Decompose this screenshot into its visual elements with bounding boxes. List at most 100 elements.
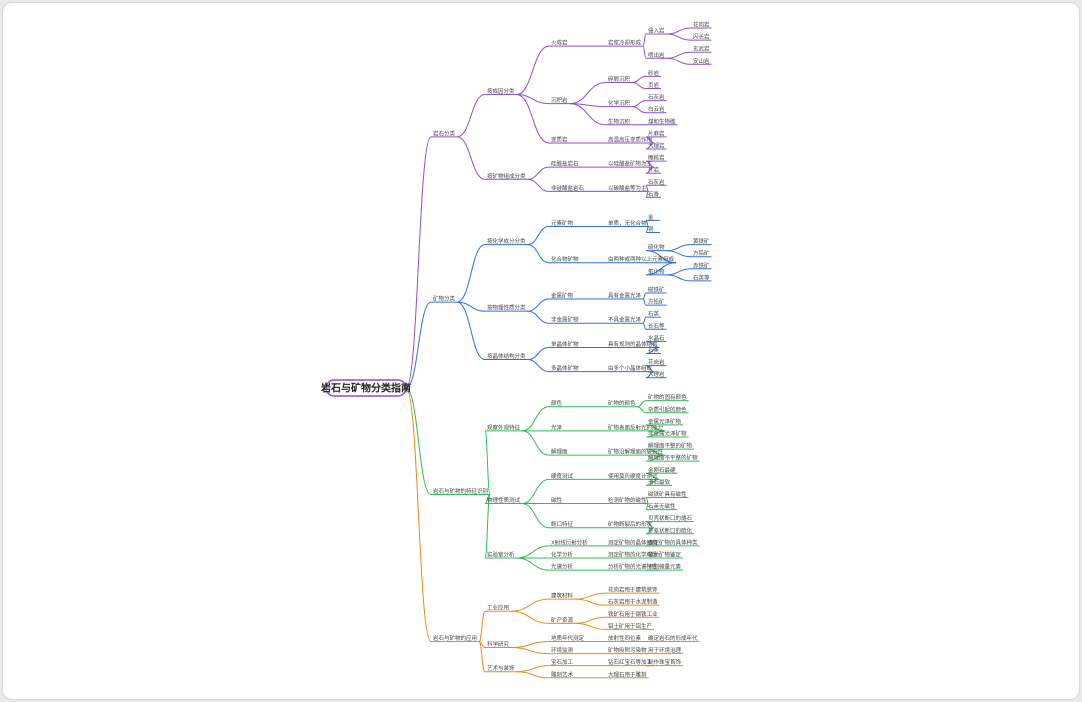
map-node-branches-0[interactable]: 岩石分类 bbox=[433, 129, 456, 137]
map-node-branches-2-children-1-children-0[interactable]: 硬度测试 bbox=[551, 472, 574, 480]
map-node-branches-2-children-1-children-2-children-0-children-1[interactable]: 参差状断口的硫化 bbox=[648, 526, 693, 534]
map-node-branches-1-children-0-children-1[interactable]: 化合物矿物 bbox=[551, 255, 579, 263]
map-node-branches-0-children-0-children-0-children-0[interactable]: 岩浆冷却形成 bbox=[608, 39, 642, 47]
map-node-branches-1-children-2-children-0-children-0-children-0[interactable]: 水晶石 bbox=[648, 334, 665, 342]
map-node-branches-2-children-1-children-2[interactable]: 断口特征 bbox=[551, 520, 574, 528]
map-node-branches-1-children-0-children-0[interactable]: 元素矿物 bbox=[551, 219, 574, 227]
map-node-branches-1-children-2-children-0[interactable]: 单晶体矿物 bbox=[551, 340, 579, 348]
map-node-branches-2-children-2-children-0-children-0[interactable]: 测定矿物的晶体结构 bbox=[608, 538, 658, 546]
map-node-branches-2-children-0-children-2-children-0[interactable]: 矿物沿解理面的破裂性 bbox=[608, 448, 664, 456]
map-node-branches-2-children-2-children-2[interactable]: 光谱分析 bbox=[551, 563, 574, 571]
map-node-branches-2-children-1-children-0-children-0-children-1[interactable]: 滑石最软 bbox=[648, 478, 671, 486]
map-node-branches-0-children-1-children-1-children-0[interactable]: 以碳酸盐等为主 bbox=[608, 184, 647, 192]
map-node-branches-1-children-1-children-0-children-0-children-0[interactable]: 磁铁矿 bbox=[648, 285, 665, 293]
map-node-branches-1-children-1-children-0-children-0[interactable]: 具有金属光泽 bbox=[608, 292, 642, 300]
map-node-branches-1-children-0-children-1-children-0-children-1[interactable]: 氧化物 bbox=[648, 267, 665, 275]
map-node-branches-1[interactable]: 矿物分类 bbox=[433, 295, 456, 303]
map-node-branches-2-children-1-children-0-children-0-children-0[interactable]: 金刚石最硬 bbox=[648, 466, 676, 474]
map-node-branches-3-children-1-children-0-children-0[interactable]: 放射性同位素 bbox=[608, 634, 642, 642]
map-node-branches-1-children-0-children-1-children-0[interactable]: 由两种或两种以上元素组成 bbox=[608, 255, 675, 263]
map-node-branches-0-children-0-children-0-children-0-children-1[interactable]: 喷出岩 bbox=[648, 51, 665, 59]
map-node-branches-3-children-1[interactable]: 科学研究 bbox=[487, 640, 510, 648]
map-node-branches-2-children-1-children-1-children-0-children-1[interactable]: 石英无磁性 bbox=[648, 502, 676, 510]
map-node-branches-0-children-1-children-1[interactable]: 非硅酸盐岩石 bbox=[551, 184, 585, 192]
map-node-branches-3-children-0[interactable]: 工业应用 bbox=[487, 604, 509, 612]
map-node-branches-2[interactable]: 岩石与矿物的特征识别 bbox=[433, 487, 488, 495]
map-node-branches-0-children-0-children-2-children-0-children-1[interactable]: 大理岩 bbox=[648, 142, 665, 150]
map-node-branches-1-children-2-children-0-children-0[interactable]: 具有规则的晶体结构 bbox=[608, 340, 658, 348]
map-node-branches-1-children-2-children-1-children-0-children-1[interactable]: 大理岩 bbox=[648, 370, 665, 378]
map-node-branches-2-children-1-children-1-children-0-children-0[interactable]: 磁铁矿具有磁性 bbox=[648, 490, 687, 498]
map-node-branches-0-children-0-children-1-children-1-children-0[interactable]: 石灰岩 bbox=[648, 93, 665, 101]
map-node-branches-0-children-0-children-0[interactable]: 火成岩 bbox=[551, 39, 568, 47]
map-node-branches-0-children-1-children-0-children-0-children-1[interactable]: 片岩 bbox=[648, 166, 660, 174]
map-node-branches-2-children-0-children-0-children-0-children-1[interactable]: 杂质引起的颜色 bbox=[648, 405, 687, 413]
root-node-label[interactable]: 岩石与矿物分类指南 bbox=[320, 382, 411, 395]
map-node-branches-1-children-2-children-1-children-0-children-0[interactable]: 花岗岩 bbox=[648, 358, 665, 366]
map-node-branches-1-children-1-children-1-children-0-children-1[interactable]: 长石等 bbox=[648, 322, 665, 330]
map-node-branches-0-children-0-children-1-children-2-children-0[interactable]: 煤和生物礁 bbox=[648, 117, 676, 125]
map-node-branches-0-children-1-children-1-children-0-children-0[interactable]: 石灰岩 bbox=[648, 178, 665, 186]
map-node-branches-1-children-0-children-1-children-0-children-0-children-0[interactable]: 黄铁矿 bbox=[693, 237, 710, 245]
map-node-branches-3-children-2-children-1[interactable]: 雕刻艺术 bbox=[551, 670, 574, 678]
map-node-branches-3[interactable]: 岩石与矿物的应用 bbox=[433, 634, 477, 642]
mind-map[interactable]: 岩石分类按成因分类火成岩岩浆冷却形成侵入岩花岗岩闪长岩喷出岩玄武岩安山岩沉积岩碎… bbox=[3, 3, 1079, 699]
map-node-branches-2-children-1[interactable]: 物理性质测试 bbox=[487, 496, 521, 504]
map-node-branches-0-children-1[interactable]: 按矿物组成分类 bbox=[487, 172, 526, 180]
map-node-branches-2-children-0-children-0[interactable]: 颜色 bbox=[551, 399, 563, 407]
map-node-branches-0-children-0-children-0-children-0-children-0-children-0[interactable]: 花岗岩 bbox=[693, 21, 710, 29]
map-node-branches-0-children-0-children-1-children-1-children-1[interactable]: 白云岩 bbox=[648, 105, 665, 113]
map-node-branches-2-children-0-children-0-children-0[interactable]: 矿物的颜色 bbox=[608, 399, 636, 407]
map-node-branches-0-children-0-children-0-children-0-children-0-children-1[interactable]: 闪长岩 bbox=[693, 33, 710, 41]
map-node-branches-0-children-0-children-1[interactable]: 沉积岩 bbox=[551, 96, 568, 104]
map-node-branches-2-children-1-children-0-children-0[interactable]: 使用莫氏硬度计测试 bbox=[608, 472, 658, 480]
map-node-branches-2-children-0-children-2[interactable]: 解理面 bbox=[551, 448, 568, 456]
map-node-branches-2-children-1-children-1[interactable]: 磁性 bbox=[551, 496, 563, 504]
map-node-branches-1-children-1-children-0-children-0-children-1[interactable]: 方铅矿 bbox=[648, 298, 665, 306]
map-node-branches-0-children-0[interactable]: 按成因分类 bbox=[487, 87, 515, 95]
map-node-branches-1-children-0-children-1-children-0-children-1-children-1[interactable]: 石英等 bbox=[693, 273, 710, 281]
map-node-branches-1-children-1-children-1-children-0[interactable]: 不具金属光泽 bbox=[608, 316, 642, 324]
map-node-branches-2-children-2-children-1[interactable]: 化学分析 bbox=[551, 550, 574, 558]
map-node-branches-2-children-0-children-2-children-0-children-0[interactable]: 解理面平整的矿物 bbox=[648, 442, 693, 450]
map-node-branches-2-children-0-children-1-children-0[interactable]: 矿物表面反射光的能力 bbox=[608, 423, 663, 431]
map-node-branches-0-children-0-children-1-children-0-children-1[interactable]: 页岩 bbox=[648, 81, 660, 89]
map-node-branches-3-children-0-children-0-children-1[interactable]: 石灰岩用于水泥制造 bbox=[608, 598, 658, 606]
map-node-branches-0-children-0-children-0-children-0-children-1-children-0[interactable]: 玄武岩 bbox=[693, 45, 710, 53]
map-node-branches-3-children-0-children-1-children-0[interactable]: 铁矿石用于钢铁工业 bbox=[608, 610, 658, 618]
map-node-branches-2-children-0-children-1-children-0-children-0[interactable]: 金属光泽矿物 bbox=[648, 417, 682, 425]
map-node-branches-1-children-2-children-1[interactable]: 多晶体矿物 bbox=[551, 364, 579, 372]
map-node-branches-2-children-2-children-0[interactable]: X射线衍射分析 bbox=[551, 538, 588, 546]
map-node-branches-3-children-2-children-0-children-0-children-0[interactable]: 制作珠宝首饰 bbox=[648, 658, 682, 666]
map-node-branches-1-children-1-children-0[interactable]: 金属矿物 bbox=[551, 292, 574, 300]
map-node-branches-3-children-2-children-0-children-0[interactable]: 钻石红宝石等加工 bbox=[608, 658, 653, 666]
map-node-branches-1-children-2[interactable]: 按晶体结构分类 bbox=[487, 352, 526, 360]
map-node-branches-0-children-0-children-1-children-0-children-0[interactable]: 砂岩 bbox=[648, 69, 660, 77]
map-node-branches-3-children-1-children-1[interactable]: 环境监测 bbox=[551, 646, 574, 654]
map-node-branches-2-children-1-children-1-children-0[interactable]: 检测矿物的磁性 bbox=[608, 496, 647, 504]
map-node-branches-2-children-2-children-1-children-0[interactable]: 测定矿物的化学成分 bbox=[608, 550, 658, 558]
map-node-branches-3-children-0-children-1-children-1[interactable]: 铝土矿用于铝生产 bbox=[608, 622, 653, 630]
map-node-branches-1-children-1-children-1-children-0-children-0[interactable]: 石英 bbox=[648, 310, 660, 318]
map-node-branches-0-children-0-children-1-children-0[interactable]: 碎屑沉积 bbox=[608, 75, 631, 83]
map-node-branches-0-children-0-children-0-children-0-children-0[interactable]: 侵入岩 bbox=[648, 27, 665, 35]
map-node-branches-2-children-0-children-0-children-0-children-0[interactable]: 矿物的固有颜色 bbox=[648, 393, 687, 401]
map-node-branches-2-children-2-children-1-children-0-children-0[interactable]: 辅助矿物鉴定 bbox=[648, 550, 682, 558]
map-node-branches-3-children-2-children-1-children-0[interactable]: 大理石用于雕刻 bbox=[608, 670, 647, 678]
map-node-branches-2-children-0-children-1[interactable]: 光泽 bbox=[551, 423, 563, 431]
map-node-branches-1-children-1[interactable]: 按物理性质分类 bbox=[487, 304, 526, 312]
map-node-branches-1-children-2-children-0-children-0-children-1[interactable]: 石英 bbox=[648, 346, 660, 354]
map-node-branches-0-children-0-children-1-children-2[interactable]: 生物沉积 bbox=[608, 117, 631, 125]
map-node-branches-2-children-1-children-2-children-0[interactable]: 矿物断裂后的形状 bbox=[608, 520, 653, 528]
map-node-branches-1-children-1-children-1[interactable]: 非金属矿物 bbox=[551, 316, 579, 324]
map-node-branches-2-children-1-children-2-children-0-children-0[interactable]: 贝壳状断口的燧石 bbox=[648, 514, 693, 522]
map-node-branches-2-children-0-children-1-children-0-children-1[interactable]: 非金属光泽矿物 bbox=[648, 429, 687, 437]
map-node-branches-1-children-0-children-0-children-0-children-1[interactable]: 铜 bbox=[648, 225, 654, 233]
map-node-branches-3-children-0-children-0-children-0[interactable]: 花岗岩用于建筑装饰 bbox=[608, 586, 658, 594]
map-node-branches-0-children-1-children-1-children-0-children-1[interactable]: 石膏 bbox=[648, 190, 660, 198]
map-node-branches-1-children-0-children-1-children-0-children-0[interactable]: 硫化物 bbox=[648, 243, 665, 251]
map-node-branches-3-children-1-children-1-children-0-children-0[interactable]: 用于环境治理 bbox=[648, 646, 682, 654]
map-node-branches-3-children-0-children-1[interactable]: 矿产资源 bbox=[551, 616, 574, 624]
map-node-branches-2-children-2[interactable]: 实验室分析 bbox=[487, 550, 515, 558]
map-node-branches-0-children-0-children-0-children-0-children-1-children-1[interactable]: 安山岩 bbox=[693, 57, 710, 65]
